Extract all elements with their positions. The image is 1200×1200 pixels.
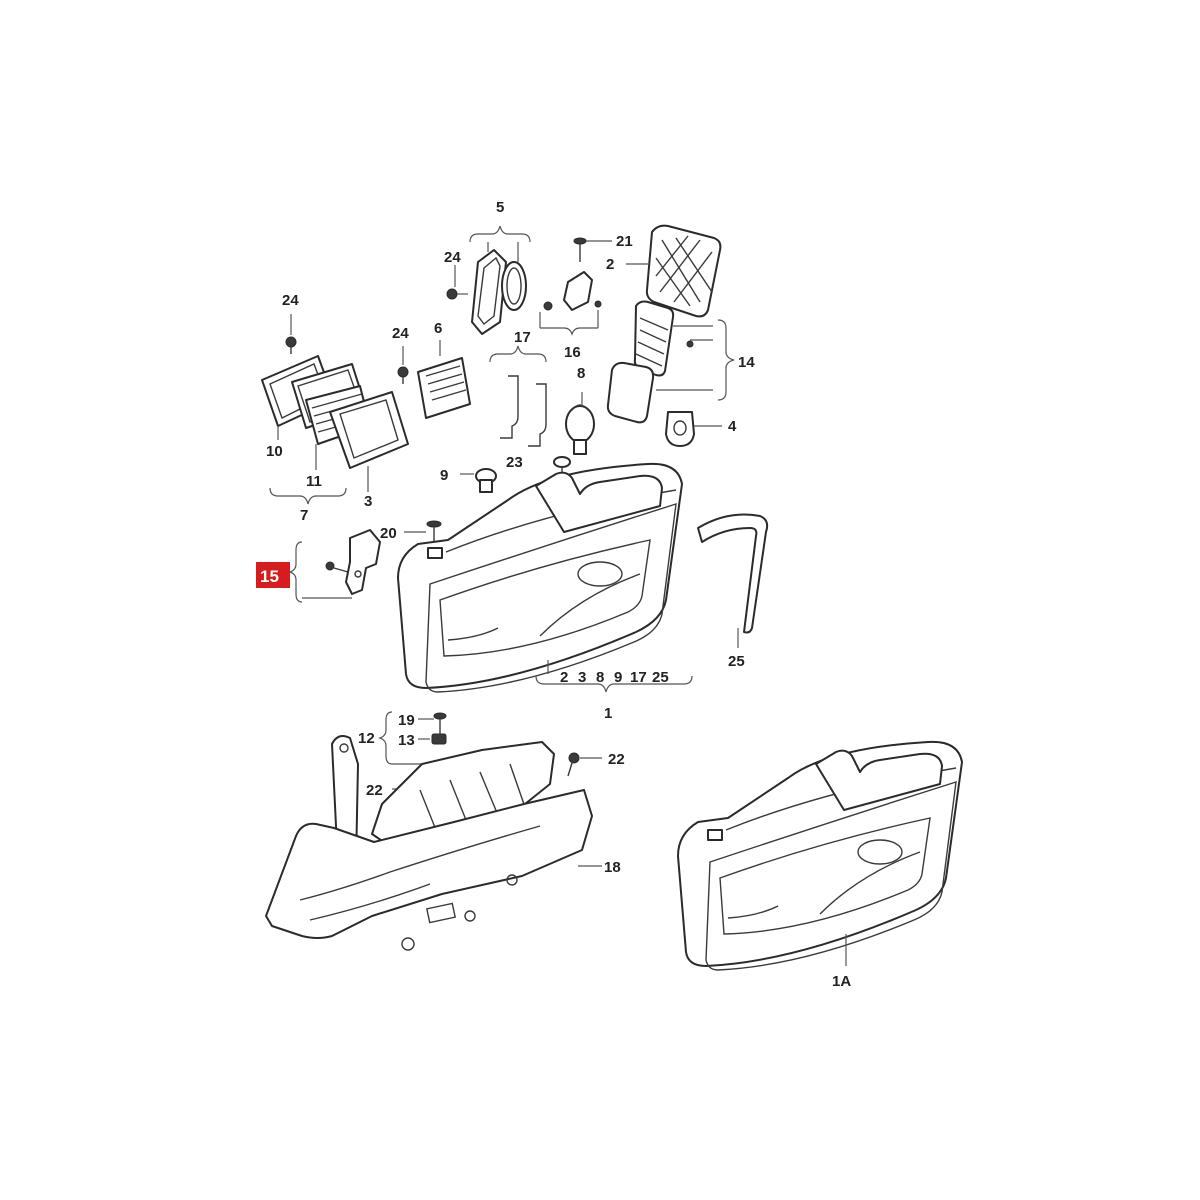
callout-8: 8	[577, 365, 585, 382]
callout-14: 14	[738, 354, 755, 371]
part-2-rear-cover	[626, 224, 722, 318]
part-16-adjuster	[539, 271, 602, 336]
callout-2: 2	[606, 256, 614, 273]
callout-1A: 1A	[832, 973, 851, 990]
callout-19: 19	[398, 712, 415, 729]
part-3-housing-frame	[329, 391, 409, 492]
callout-10: 10	[266, 443, 283, 460]
part-17-wire-clips	[489, 345, 547, 447]
part-1-headlight-assembly	[397, 462, 693, 693]
included-part-8: 8	[596, 669, 604, 686]
callout-1: 1	[604, 705, 612, 722]
part-6-ballast-module	[417, 340, 471, 419]
callout-17: 17	[514, 329, 531, 346]
part-24-screw-middle	[397, 346, 409, 384]
highlighted-callout-15: 15	[256, 562, 290, 588]
callout-18: 18	[604, 859, 621, 876]
part-24-screw-top	[446, 265, 468, 300]
callout-13: 13	[398, 732, 415, 749]
callout-22-right: 22	[608, 751, 625, 768]
callout-15: 15	[260, 567, 279, 586]
callout-16: 16	[564, 344, 581, 361]
callout-9: 9	[440, 467, 448, 484]
callout-5: 5	[496, 199, 504, 216]
included-part-9: 9	[614, 669, 622, 686]
callout-24-middle: 24	[392, 325, 409, 342]
included-part-3: 3	[578, 669, 586, 686]
part-8-bulb	[565, 392, 595, 455]
callout-4: 4	[728, 418, 737, 435]
included-part-17: 17	[630, 669, 647, 686]
callout-21: 21	[616, 233, 633, 250]
part-15-bracket	[288, 529, 381, 603]
included-part-25: 25	[652, 669, 669, 686]
part-21-screw	[573, 237, 612, 262]
callout-11: 11	[306, 473, 322, 490]
callout-25: 25	[728, 653, 745, 670]
callout-12: 12	[358, 730, 375, 747]
part-23-clip	[553, 456, 571, 476]
part-7-brace	[269, 487, 347, 505]
part-22-screw-right	[567, 752, 602, 777]
part-25-trim-strip	[697, 513, 769, 648]
callout-24-left: 24	[282, 292, 299, 309]
callout-labels: 24 24 24 6 5 21 2 17 16 8 14 4 10 11 3 7…	[266, 199, 851, 990]
part-5-cover-and-seal	[469, 225, 531, 335]
part-1A-headlight	[677, 740, 963, 971]
callout-7: 7	[300, 507, 308, 524]
included-parts-list: 2 3 8 9 17 25	[560, 669, 669, 686]
part-24-screw-left	[285, 314, 297, 354]
part-9-bulb-socket	[460, 468, 497, 493]
callout-22-left: 22	[366, 782, 383, 799]
callout-20: 20	[380, 525, 397, 542]
callout-24-top: 24	[444, 249, 461, 266]
highlight-box	[256, 562, 290, 588]
callout-3: 3	[364, 493, 372, 510]
callout-23: 23	[506, 454, 523, 471]
part-14-cap-assembly	[606, 300, 735, 424]
callout-6: 6	[434, 320, 442, 337]
included-part-2: 2	[560, 669, 568, 686]
headlight-mounting-bracket	[265, 735, 602, 951]
part-4-connector	[665, 411, 722, 447]
part-13-clip	[418, 733, 447, 745]
part-20-screw	[404, 520, 442, 550]
part-19-screw	[418, 712, 447, 734]
